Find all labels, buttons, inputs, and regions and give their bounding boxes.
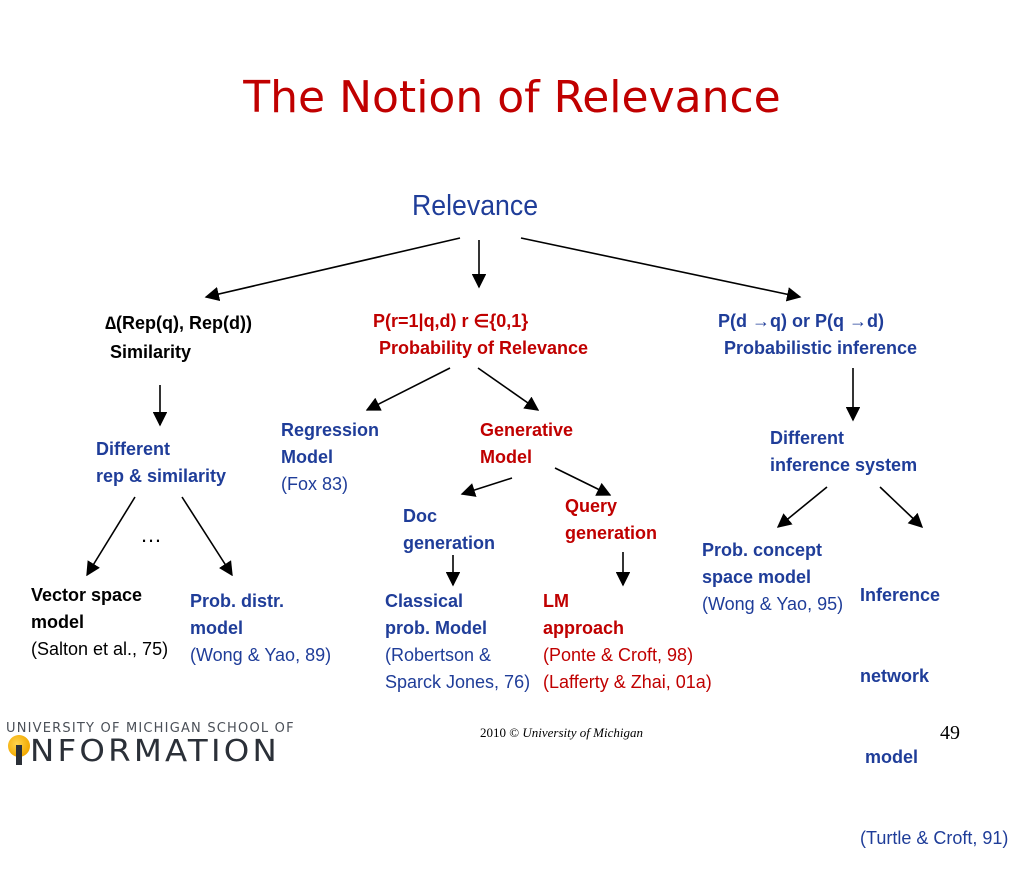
page-number: 49 <box>940 722 960 744</box>
node-probability-of-relevance: P(r=1|q,d) r ∈{0,1} Probability of Relev… <box>373 308 588 362</box>
citation-line-1: (Robertson & <box>385 645 492 665</box>
node-prob-concept-space-model: Prob. concept space model (Wong & Yao, 9… <box>702 537 843 618</box>
node-probabilistic-inference: P(d →q) or P(q →d) Probabilistic inferen… <box>718 308 917 362</box>
node-inference-network-model: Inference network model (Turtle & Croft,… <box>860 528 1008 879</box>
logo-university-line: UNIVERSITY OF MICHIGAN SCHOOL OF <box>6 721 295 736</box>
logo-information-word: NFORMATION <box>30 734 280 769</box>
node-lm-approach: LM approach (Ponte & Croft, 98) (Laffert… <box>543 588 712 696</box>
node-different-inference-system: Different inference system <box>770 428 918 475</box>
footer-year: 2010 <box>480 725 506 740</box>
citation-line-2: Sparck Jones, 76) <box>385 672 531 692</box>
citation: (Wong & Yao, 95) <box>702 594 844 614</box>
arrow-probability-to-regression <box>365 367 451 411</box>
inference-formula: P(d →q) or P(q →d) <box>718 311 884 331</box>
probability-formula: P(r=1|q,d) r ∈{0,1} <box>373 311 529 331</box>
footer-copyright-symbol: © <box>509 725 520 740</box>
ellipsis: … <box>140 522 165 547</box>
arrow-generative-to-doc <box>460 477 513 497</box>
node-similarity: ∆(Rep(q), Rep(d)) Similarity <box>105 310 252 366</box>
arrow-root-to-similarity <box>204 237 461 302</box>
footer-org: University of Michigan <box>522 725 643 740</box>
inference-label: Probabilistic inference <box>724 338 918 358</box>
citation: (Fox 83) <box>281 474 349 494</box>
probability-label: Probability of Relevance <box>379 338 589 358</box>
node-prob-distr-model: Prob. distr. model (Wong & Yao, 89) <box>190 588 331 669</box>
node-doc-generation: Doc generation <box>403 506 496 553</box>
node-vector-space-model: Vector space model (Salton et al., 75) <box>31 582 168 663</box>
citation: (Wong & Yao, 89) <box>190 645 332 665</box>
arrow-different-to-network <box>879 486 924 528</box>
similarity-label: Similarity <box>110 342 192 362</box>
node-classical-prob-model: Classical prob. Model (Robertson & Sparc… <box>385 588 530 696</box>
similarity-formula: ∆(Rep(q), Rep(d)) <box>105 313 252 333</box>
arrow-different-rep-to-vector <box>86 496 136 577</box>
logo-i-stem-icon <box>16 745 22 765</box>
citation: (Turtle & Croft, 91) <box>860 828 1009 848</box>
citation-line-2: (Lafferty & Zhai, 01a) <box>543 672 712 692</box>
root-node-relevance: Relevance <box>412 190 539 222</box>
arrow-generative-to-query <box>554 467 612 496</box>
arrow-different-to-probconcept <box>776 486 828 528</box>
node-query-generation: Query generation <box>565 496 658 543</box>
node-generative-model: Generative Model <box>480 420 574 467</box>
slide-title: The Notion of Relevance <box>243 72 781 123</box>
arrow-probability-to-generative <box>477 367 540 411</box>
arrow-different-rep-to-probdistr <box>181 496 233 577</box>
citation-line-1: (Ponte & Croft, 98) <box>543 645 694 665</box>
node-different-rep: Different rep & similarity <box>96 439 227 486</box>
citation: (Salton et al., 75) <box>31 639 169 659</box>
tree-arrows <box>86 237 924 587</box>
arrow-root-to-inference <box>520 237 802 302</box>
node-regression-model: Regression Model (Fox 83) <box>281 417 379 498</box>
footer-copyright: 2010 © University of Michigan <box>480 725 643 741</box>
